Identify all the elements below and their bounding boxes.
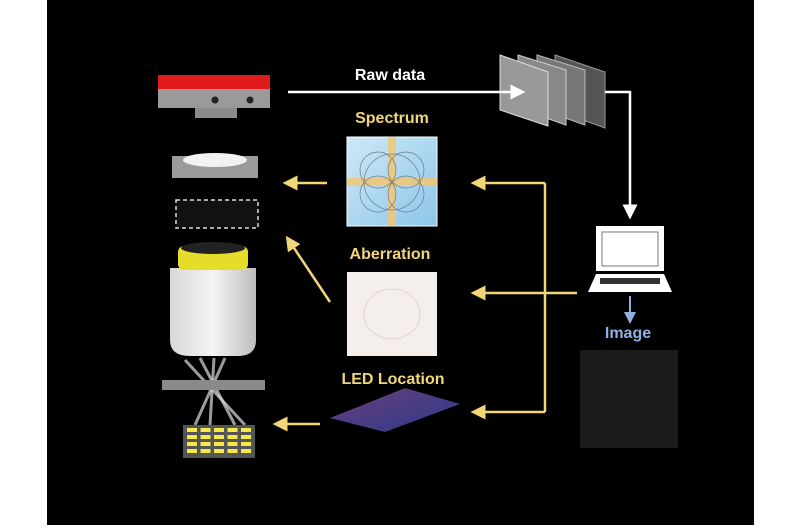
led-dot <box>200 442 211 446</box>
led-dot <box>200 449 211 453</box>
led-dot <box>214 449 224 453</box>
led-dot <box>214 442 224 446</box>
led-location-label: LED Location <box>341 371 444 388</box>
aberration-image <box>347 272 437 356</box>
led-dot <box>187 442 197 446</box>
led-location-image <box>330 388 460 432</box>
computer-icon <box>588 226 672 292</box>
led-dot <box>227 428 238 432</box>
raw-data-label: Raw data <box>355 67 425 84</box>
led-dot <box>241 435 251 439</box>
led-dot <box>214 435 224 439</box>
led-dot <box>241 449 251 453</box>
led-array-icon <box>183 425 255 458</box>
led-dot <box>187 435 197 439</box>
led-dot <box>200 428 211 432</box>
led-dot <box>227 435 238 439</box>
objective-lens-icon <box>170 242 256 356</box>
sample-slide-icon <box>162 380 265 390</box>
pupil-plane-icon <box>175 199 259 229</box>
reconstructed-image <box>580 350 678 448</box>
white-arrows <box>288 84 638 220</box>
led-dot <box>227 449 238 453</box>
spectrum-label: Spectrum <box>355 110 429 127</box>
led-dot <box>241 428 251 432</box>
aberration-label: Aberration <box>350 246 431 263</box>
yellow-arrows <box>272 175 577 432</box>
led-dot <box>241 442 251 446</box>
light-rays <box>183 357 247 427</box>
led-dot <box>187 449 197 453</box>
tube-lens-icon <box>172 153 258 178</box>
led-dot <box>214 428 224 432</box>
spectrum-image <box>346 136 438 227</box>
led-dot <box>227 442 238 446</box>
led-dot <box>187 428 197 432</box>
image-label: Image <box>605 325 651 342</box>
camera-icon <box>158 75 270 118</box>
led-dot <box>200 435 211 439</box>
